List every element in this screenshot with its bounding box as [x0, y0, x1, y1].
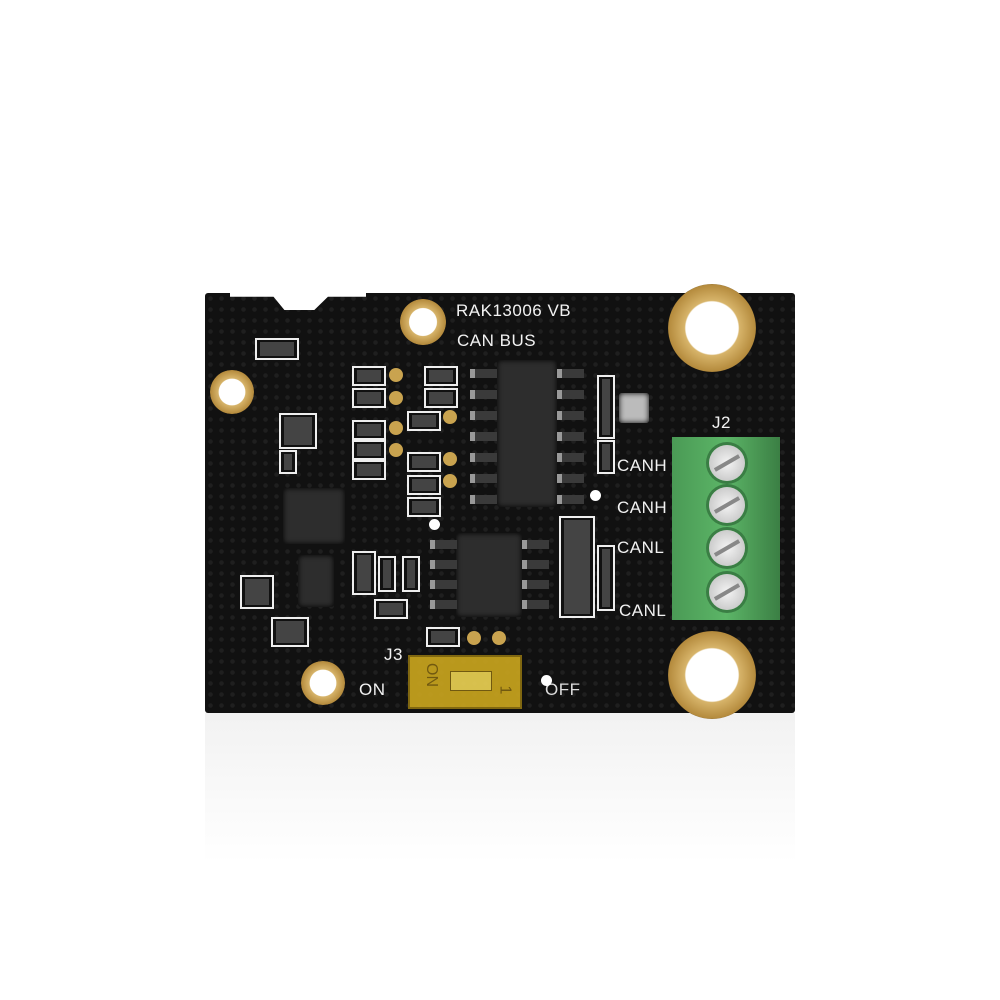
smd-component — [559, 516, 595, 618]
screw-terminal[interactable] — [709, 445, 745, 481]
switch-on-text: ON — [423, 663, 440, 687]
pin-label: CANL — [619, 601, 667, 620]
switch-label: J3 — [384, 645, 403, 664]
screw-slot — [713, 583, 741, 601]
smd-component — [352, 551, 376, 595]
switch-on-label: ON — [359, 680, 386, 699]
smd-component — [279, 450, 297, 474]
screw-slot — [713, 454, 741, 472]
chip-pin — [470, 432, 497, 441]
chip-pin — [470, 369, 497, 378]
chip-pin — [522, 580, 549, 589]
chip-pin — [522, 540, 549, 549]
chip-pin — [522, 560, 549, 569]
silkscreen-dot — [590, 490, 601, 501]
chip-pin — [430, 600, 457, 609]
chip-pin — [557, 390, 584, 399]
smd-component — [374, 599, 408, 619]
smd-component — [424, 388, 458, 408]
screw-terminal-block — [672, 437, 780, 620]
dip-switch[interactable]: ON 1 — [408, 655, 522, 709]
smd-component — [255, 338, 299, 360]
gold-pad — [443, 410, 457, 424]
pin-label: CANH — [617, 498, 668, 517]
silkscreen-dot — [429, 519, 440, 530]
smd-component — [407, 497, 441, 517]
smd-component — [407, 411, 441, 431]
chip-pin — [470, 474, 497, 483]
smd-component — [240, 575, 274, 609]
chip-pin — [557, 453, 584, 462]
mounting-hole — [210, 370, 254, 414]
screw-terminal[interactable] — [709, 530, 745, 566]
chip-pin — [557, 432, 584, 441]
mounting-hole — [400, 299, 446, 345]
mounting-hole — [301, 661, 345, 705]
transceiver-chip — [497, 360, 557, 507]
gold-pad — [389, 391, 403, 405]
controller-chip — [456, 533, 522, 617]
chip-pin — [557, 474, 584, 483]
function-label: CAN BUS — [457, 331, 537, 350]
gold-pad — [443, 474, 457, 488]
smd-component — [271, 617, 309, 647]
mounting-hole-large — [668, 284, 756, 372]
smd-component — [424, 366, 458, 386]
crystal — [619, 393, 649, 423]
chip-pin — [557, 495, 584, 504]
chip-pin — [430, 540, 457, 549]
mounting-hole-large — [668, 631, 756, 719]
chip-pin — [557, 369, 584, 378]
smd-component — [352, 440, 386, 460]
smd-component — [426, 627, 460, 647]
switch-off-label: OFF — [545, 680, 581, 699]
chip-pin — [430, 580, 457, 589]
pin-label: CANH — [617, 456, 668, 475]
chip-pin — [470, 411, 497, 420]
chip-pin — [430, 560, 457, 569]
chip-pin — [522, 600, 549, 609]
smd-component — [279, 413, 317, 449]
smd-component — [407, 475, 441, 495]
silkscreen-dot — [541, 675, 552, 686]
smd-component — [597, 375, 615, 439]
reflection — [205, 713, 795, 863]
smd-component — [378, 556, 396, 592]
gold-pad — [389, 368, 403, 382]
chip-pin — [557, 411, 584, 420]
gold-pad — [492, 631, 506, 645]
gold-pad — [389, 421, 403, 435]
gold-pad — [389, 443, 403, 457]
smd-component — [352, 388, 386, 408]
switch-number: 1 — [496, 685, 514, 695]
screw-slot — [713, 539, 741, 557]
screw-terminal[interactable] — [709, 574, 745, 610]
smd-component — [352, 366, 386, 386]
chip-pin — [470, 453, 497, 462]
smd-component — [597, 440, 615, 474]
gold-pad — [467, 631, 481, 645]
chip-pin — [470, 495, 497, 504]
smd-component — [352, 460, 386, 480]
screw-terminal[interactable] — [709, 487, 745, 523]
smd-component — [407, 452, 441, 472]
smd-component — [352, 420, 386, 440]
gold-pad — [443, 452, 457, 466]
regulator-chip — [298, 555, 334, 607]
pin-label: CANL — [617, 538, 665, 557]
smd-component — [402, 556, 420, 592]
switch-slider[interactable] — [450, 671, 492, 691]
inductor — [283, 488, 345, 544]
chip-pin — [470, 390, 497, 399]
screw-slot — [713, 496, 741, 514]
smd-component — [597, 545, 615, 611]
model-label: RAK13006 VB — [456, 301, 572, 320]
connector-label: J2 — [712, 413, 731, 432]
